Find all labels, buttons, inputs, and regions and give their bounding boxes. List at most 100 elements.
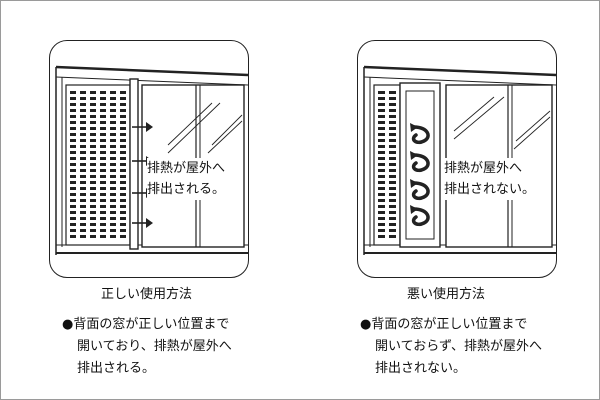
frame-top-inner	[363, 76, 556, 86]
vent-slot	[110, 139, 116, 142]
vent-slot	[120, 205, 126, 208]
vent-slot	[378, 115, 385, 118]
glass-reflection	[211, 114, 243, 146]
vent-slot	[378, 97, 385, 100]
heat-status-line-2: 排出されない。	[444, 182, 536, 197]
glass-reflection	[167, 102, 221, 154]
arrow-right-icon	[132, 122, 153, 132]
ac-unit	[65, 84, 131, 246]
vent-slot	[100, 151, 106, 154]
vent-slot	[389, 217, 396, 220]
vent-slot	[80, 151, 86, 154]
ac-louvers	[378, 91, 396, 238]
trapped-heat-arrows	[410, 123, 430, 227]
vent-slot	[90, 229, 96, 232]
vent-slot	[80, 169, 86, 172]
arrow-right-icon	[132, 218, 153, 228]
desc-line-2: 開いており、排熱が屋外へ	[77, 339, 232, 354]
correct-usage-title: 正しい使用方法	[101, 287, 193, 302]
vent-slot	[100, 139, 106, 142]
vent-slot	[80, 199, 86, 202]
vent-slot	[110, 229, 116, 232]
vent-slot	[70, 91, 76, 94]
glass-reflection	[207, 120, 243, 154]
vent-slot	[100, 235, 106, 238]
vent-slot	[389, 91, 396, 94]
vent-slot	[378, 217, 385, 220]
vent-slot	[90, 181, 96, 184]
vent-slot	[378, 139, 385, 142]
vent-slot	[100, 163, 106, 166]
vent-slot	[80, 109, 86, 112]
vent-slot	[100, 127, 106, 130]
vent-slot	[70, 193, 76, 196]
vent-slot	[90, 163, 96, 166]
vent-slot	[100, 145, 106, 148]
vent-slot	[80, 217, 86, 220]
vent-slot	[120, 181, 126, 184]
vent-slot	[120, 121, 126, 124]
vent-slot	[389, 163, 396, 166]
vent-slot	[378, 145, 385, 148]
vent-slot	[100, 97, 106, 100]
glass-reflection	[453, 96, 505, 140]
incorrect-usage-illustration: 排熱が屋外へ 排出されない。	[357, 40, 557, 278]
vent-slot	[378, 175, 385, 178]
vent-slot	[378, 151, 385, 154]
vent-slot	[378, 103, 385, 106]
vent-slot	[80, 235, 86, 238]
vent-slot	[80, 157, 86, 160]
vent-slot	[389, 139, 396, 142]
curled-arrow-icon	[410, 179, 430, 201]
vent-slot	[70, 109, 76, 112]
vent-slot	[100, 211, 106, 214]
vent-slot	[110, 205, 116, 208]
vent-slot	[378, 121, 385, 124]
vent-slot	[100, 181, 106, 184]
vent-slot	[80, 187, 86, 190]
vent-slot	[80, 115, 86, 118]
vent-slot	[120, 211, 126, 214]
glass-reflection	[513, 116, 551, 150]
vent-slot	[80, 91, 86, 94]
vent-slot	[389, 115, 396, 118]
vent-slot	[120, 91, 126, 94]
vent-slot	[110, 163, 116, 166]
desc-line-1: ●背面の窓が正しい位置まで	[360, 314, 542, 336]
correct-usage-illustration: 排熱が屋外へ 排出される。	[49, 40, 249, 278]
vent-slot	[100, 121, 106, 124]
vent-slot	[389, 127, 396, 130]
vent-slot	[90, 121, 96, 124]
vent-slot	[120, 139, 126, 142]
vent-slot	[70, 133, 76, 136]
vent-slot	[389, 181, 396, 184]
vent-slot	[80, 97, 86, 100]
vent-slot	[90, 187, 96, 190]
vent-slot	[90, 205, 96, 208]
vent-slot	[389, 145, 396, 148]
vent-slot	[80, 193, 86, 196]
vent-slot	[378, 229, 385, 232]
vent-slot	[120, 223, 126, 226]
vent-slot	[120, 199, 126, 202]
vent-slot	[389, 205, 396, 208]
vent-slot	[100, 229, 106, 232]
vent-slot	[120, 193, 126, 196]
curled-arrow-icon	[410, 205, 430, 227]
vent-slot	[90, 115, 96, 118]
vent-slot	[120, 187, 126, 190]
vent-slot	[378, 127, 385, 130]
vent-slot	[378, 163, 385, 166]
heat-status-line-1: 排熱が屋外へ	[147, 161, 226, 176]
vent-slot	[389, 211, 396, 214]
vent-slot	[90, 103, 96, 106]
vent-slot	[70, 103, 76, 106]
vent-slot	[120, 229, 126, 232]
ac-louvers	[70, 91, 126, 238]
vent-slot	[389, 229, 396, 232]
vent-slot	[110, 211, 116, 214]
vent-slot	[120, 97, 126, 100]
vent-slot	[100, 187, 106, 190]
vent-slot	[389, 169, 396, 172]
vent-slot	[378, 199, 385, 202]
